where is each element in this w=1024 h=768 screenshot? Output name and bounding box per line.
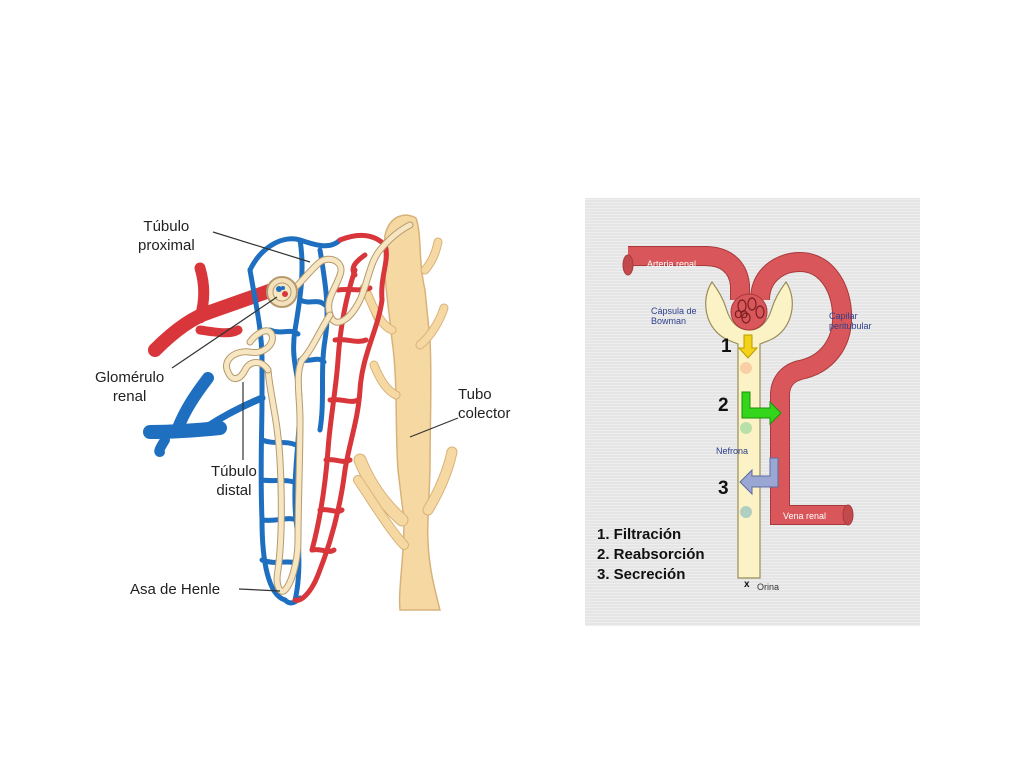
tubo-colector-shape [353, 214, 458, 611]
legend-item-filtracion: 1. Filtración [597, 526, 682, 543]
label-capsula-bowman: Cápsula de Bowman [651, 306, 697, 326]
filtration-arrow [737, 334, 759, 359]
leader-lines [171, 231, 459, 592]
reabsorption-arrow [741, 391, 782, 426]
secretion-dot [740, 506, 752, 518]
label-nefrona: Nefrona [716, 446, 749, 456]
label-asa-de-henle: Asa de Henle [130, 581, 221, 598]
legend-item-reabsorcion: 2. Reabsorción [597, 546, 705, 563]
label-tubulo-proximal: Túbulo proximal [138, 218, 195, 254]
step-number-1: 1 [721, 336, 732, 357]
vena-shape [143, 372, 266, 457]
arteria-renal-vessel [622, 246, 750, 300]
glomerulo-schematic: ꝏ [730, 293, 768, 331]
label-glomerulo-renal: Glomérulo renal [95, 369, 165, 405]
glomerulo-shape [266, 276, 298, 308]
secretion-arrow [739, 457, 779, 496]
legend-item-secrecion: 3. Secreción [597, 566, 686, 583]
reabsorption-dot [740, 422, 752, 434]
capilar-peritubular-vessel [750, 251, 853, 525]
process-legend: 1. Filtración 2. Reabsorción 3. Secreció… [597, 525, 705, 585]
label-vena-renal: Vena renal [783, 511, 827, 521]
step-number-3: 3 [718, 478, 729, 499]
step-number-2: 2 [718, 395, 729, 416]
vena-renal-end [842, 504, 854, 526]
tubulo-shape [223, 221, 414, 595]
label-capilar-peritubular: Capilar peritubular [829, 311, 872, 331]
label-orina: Orina [757, 582, 780, 592]
label-tubulo-distal: Túbulo distal [211, 463, 257, 499]
label-orina-marker: x [744, 579, 750, 590]
label-arteria-renal: Arteria renal [647, 259, 697, 269]
label-tubo-colector: Tubo colector [458, 386, 511, 422]
filtrate-dot [740, 362, 752, 374]
svg-text:ꝏ: ꝏ [734, 305, 748, 321]
